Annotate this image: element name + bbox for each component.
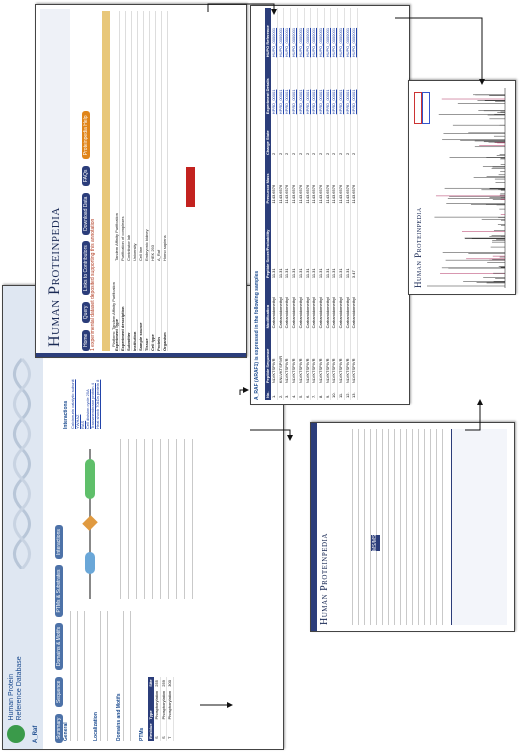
spectrum-screenshot: Human Proteinpedia — [408, 80, 516, 295]
arrow — [250, 429, 293, 441]
arrow — [395, 17, 485, 85]
arrow — [207, 3, 277, 15]
ms-spectrum-chart — [427, 88, 507, 288]
hprd-screenshot: Human Protein Reference Database A_Raf S… — [2, 285, 284, 750]
dna-banner — [7, 339, 37, 571]
arrow — [239, 387, 249, 395]
arrow — [465, 399, 483, 431]
